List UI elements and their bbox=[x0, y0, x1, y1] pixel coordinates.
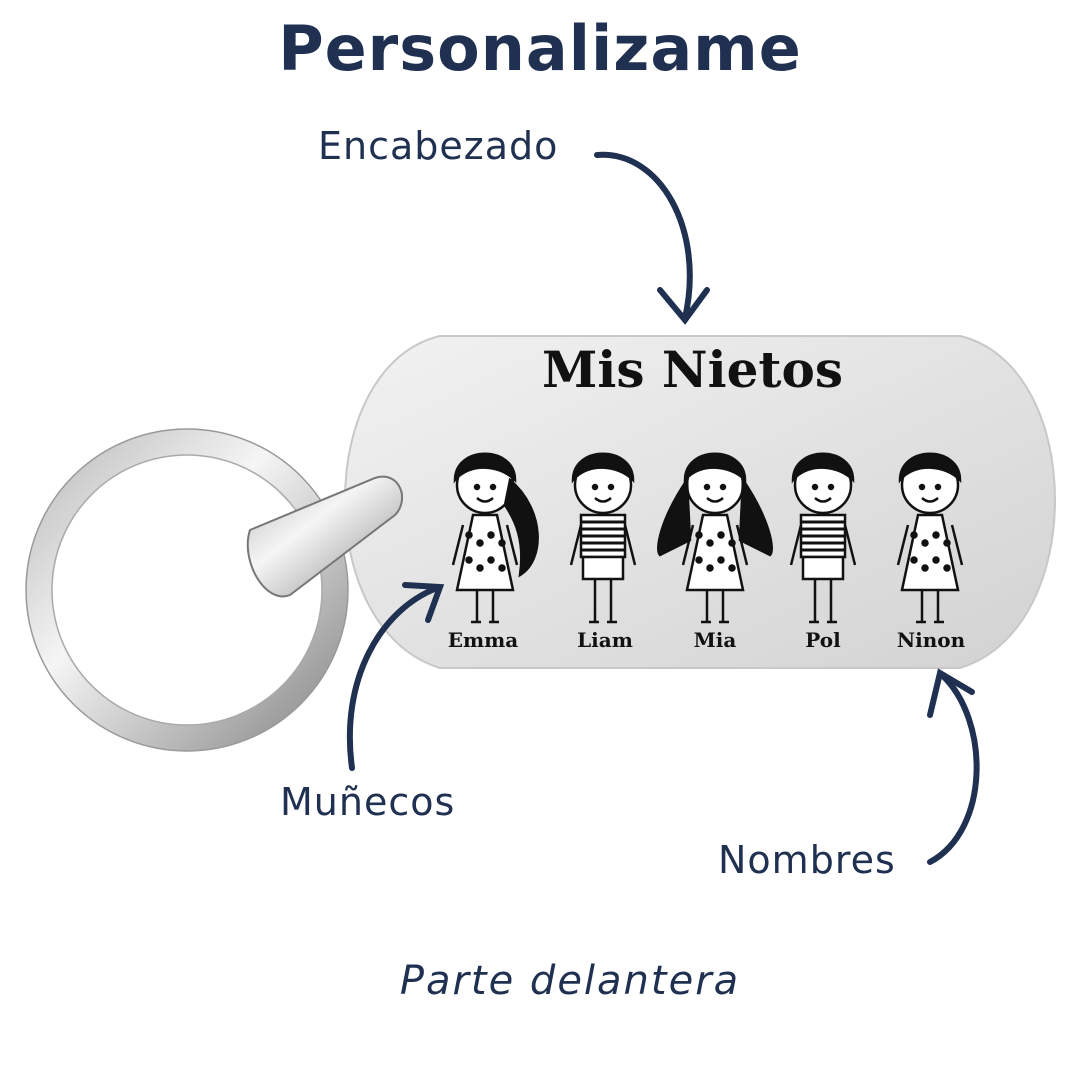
stick-figure bbox=[569, 452, 637, 624]
tag-name: Mia bbox=[693, 628, 737, 652]
bail bbox=[246, 475, 404, 598]
header-label: Encabezado bbox=[318, 124, 559, 168]
stick-figure bbox=[657, 452, 773, 624]
stick-figure bbox=[896, 452, 964, 624]
tag-name: Emma bbox=[447, 628, 519, 652]
stick-figure bbox=[789, 452, 857, 624]
page-title: Personalizame bbox=[278, 12, 802, 85]
key-ring bbox=[25, 428, 349, 752]
arrow-to-figures bbox=[346, 585, 440, 771]
tag-heading: Mis Nietos bbox=[541, 340, 843, 399]
footer-caption: Parte delantera bbox=[399, 958, 741, 1004]
figures-label: Muñecos bbox=[280, 780, 456, 824]
tag-name: Liam bbox=[577, 628, 633, 652]
tag-name: Pol bbox=[805, 628, 841, 652]
names-label: Nombres bbox=[718, 838, 896, 882]
tag-name: Ninon bbox=[896, 628, 966, 652]
arrow-to-header bbox=[594, 151, 693, 321]
arrow-to-names bbox=[927, 672, 980, 865]
stick-figure bbox=[451, 452, 539, 624]
